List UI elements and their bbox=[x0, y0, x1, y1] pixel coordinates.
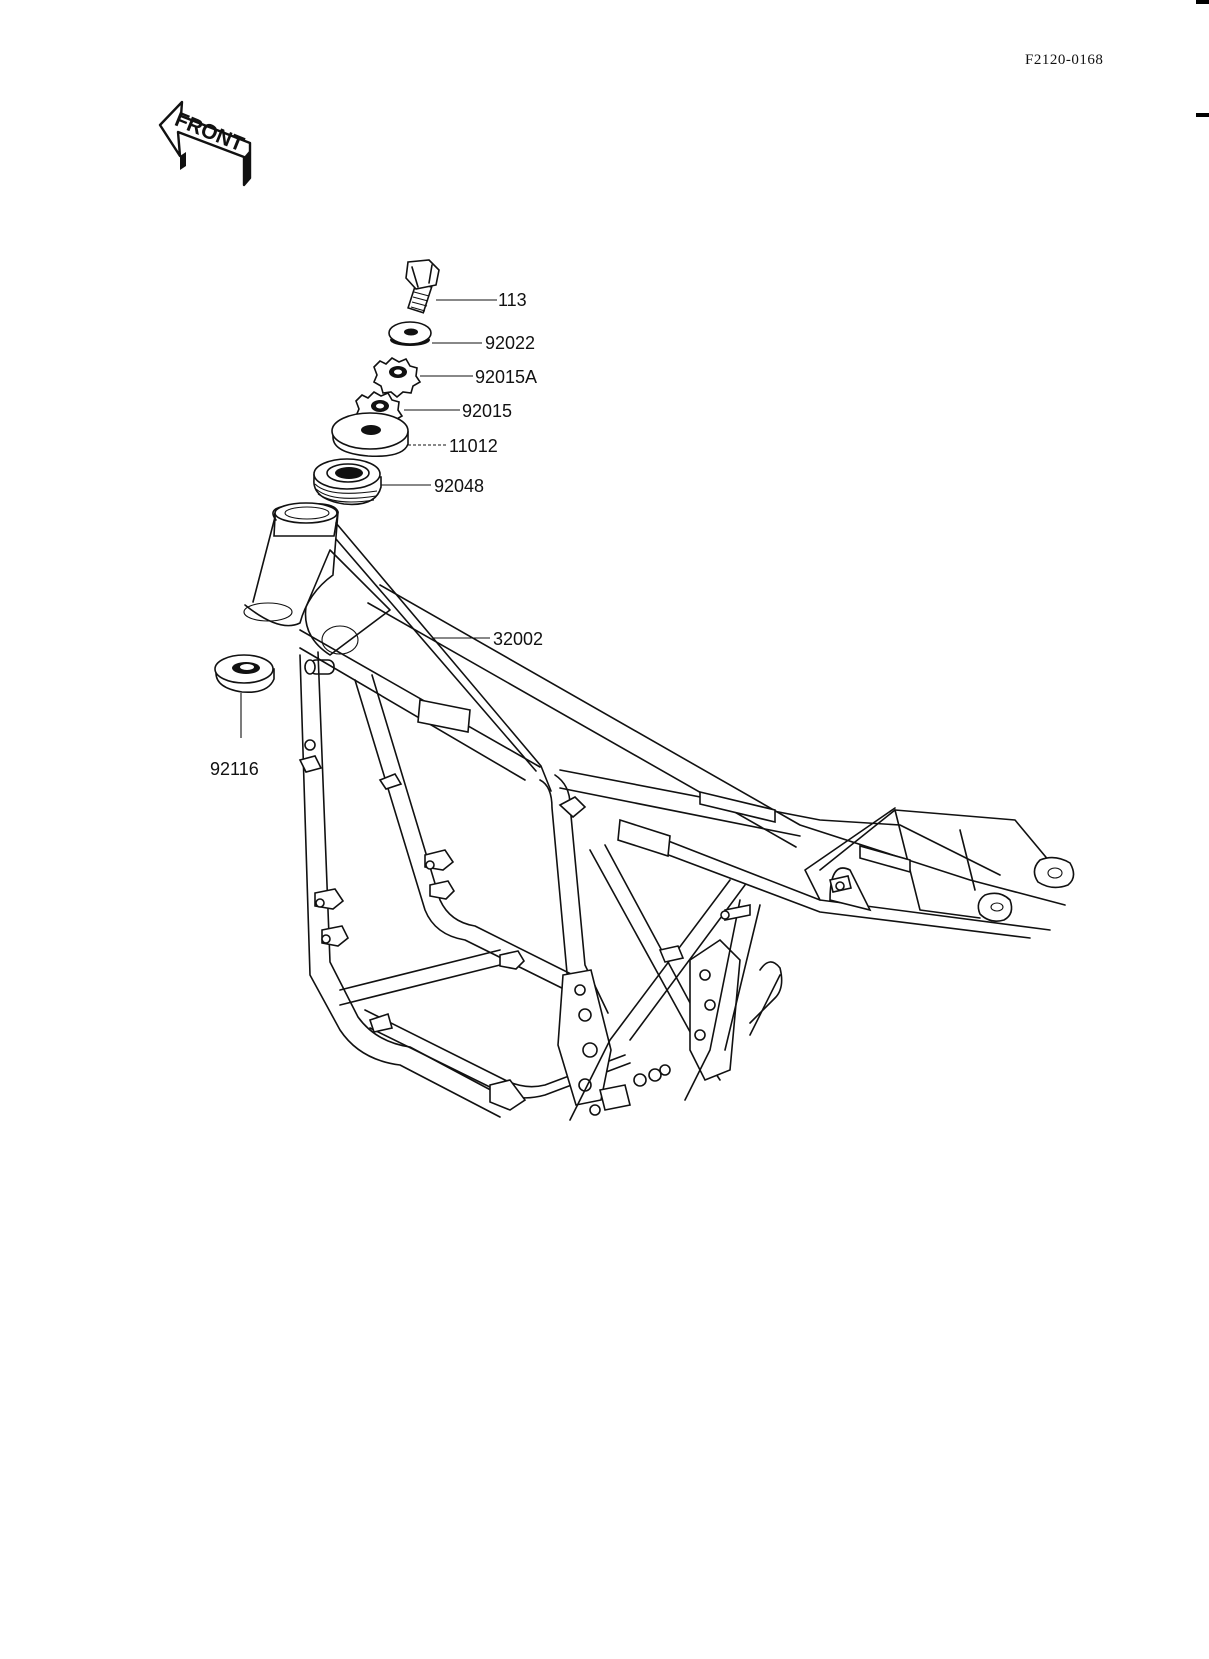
front-arrow-icon: FRONT bbox=[158, 100, 252, 187]
bolt-113-icon bbox=[405, 259, 440, 314]
label-92116: 92116 bbox=[210, 759, 259, 779]
label-32002: 32002 bbox=[493, 629, 543, 649]
frame-32002-icon bbox=[243, 502, 1075, 1121]
label-92015: 92015 bbox=[462, 401, 512, 421]
cap-11012-icon bbox=[331, 412, 409, 458]
label-92022: 92022 bbox=[485, 333, 535, 353]
label-92015A: 92015A bbox=[475, 367, 537, 387]
front-label: FRONT bbox=[171, 108, 247, 156]
edge-mark-top bbox=[1196, 0, 1209, 4]
part-labels: 113 92022 92015A 92015 11012 92048 32002… bbox=[210, 290, 543, 779]
edge-mark-middle bbox=[1196, 113, 1209, 117]
diagram-code: F2120-0168 bbox=[1025, 52, 1104, 68]
label-113: 113 bbox=[498, 290, 527, 310]
washer-92022-icon bbox=[388, 321, 432, 346]
label-92048: 92048 bbox=[434, 476, 484, 496]
bearing-92048-icon bbox=[313, 458, 382, 506]
label-11012: 11012 bbox=[449, 436, 498, 456]
seal-92116-icon bbox=[214, 654, 275, 694]
leader-lines bbox=[240, 299, 497, 738]
lock-nut-92015A-icon bbox=[372, 357, 422, 399]
